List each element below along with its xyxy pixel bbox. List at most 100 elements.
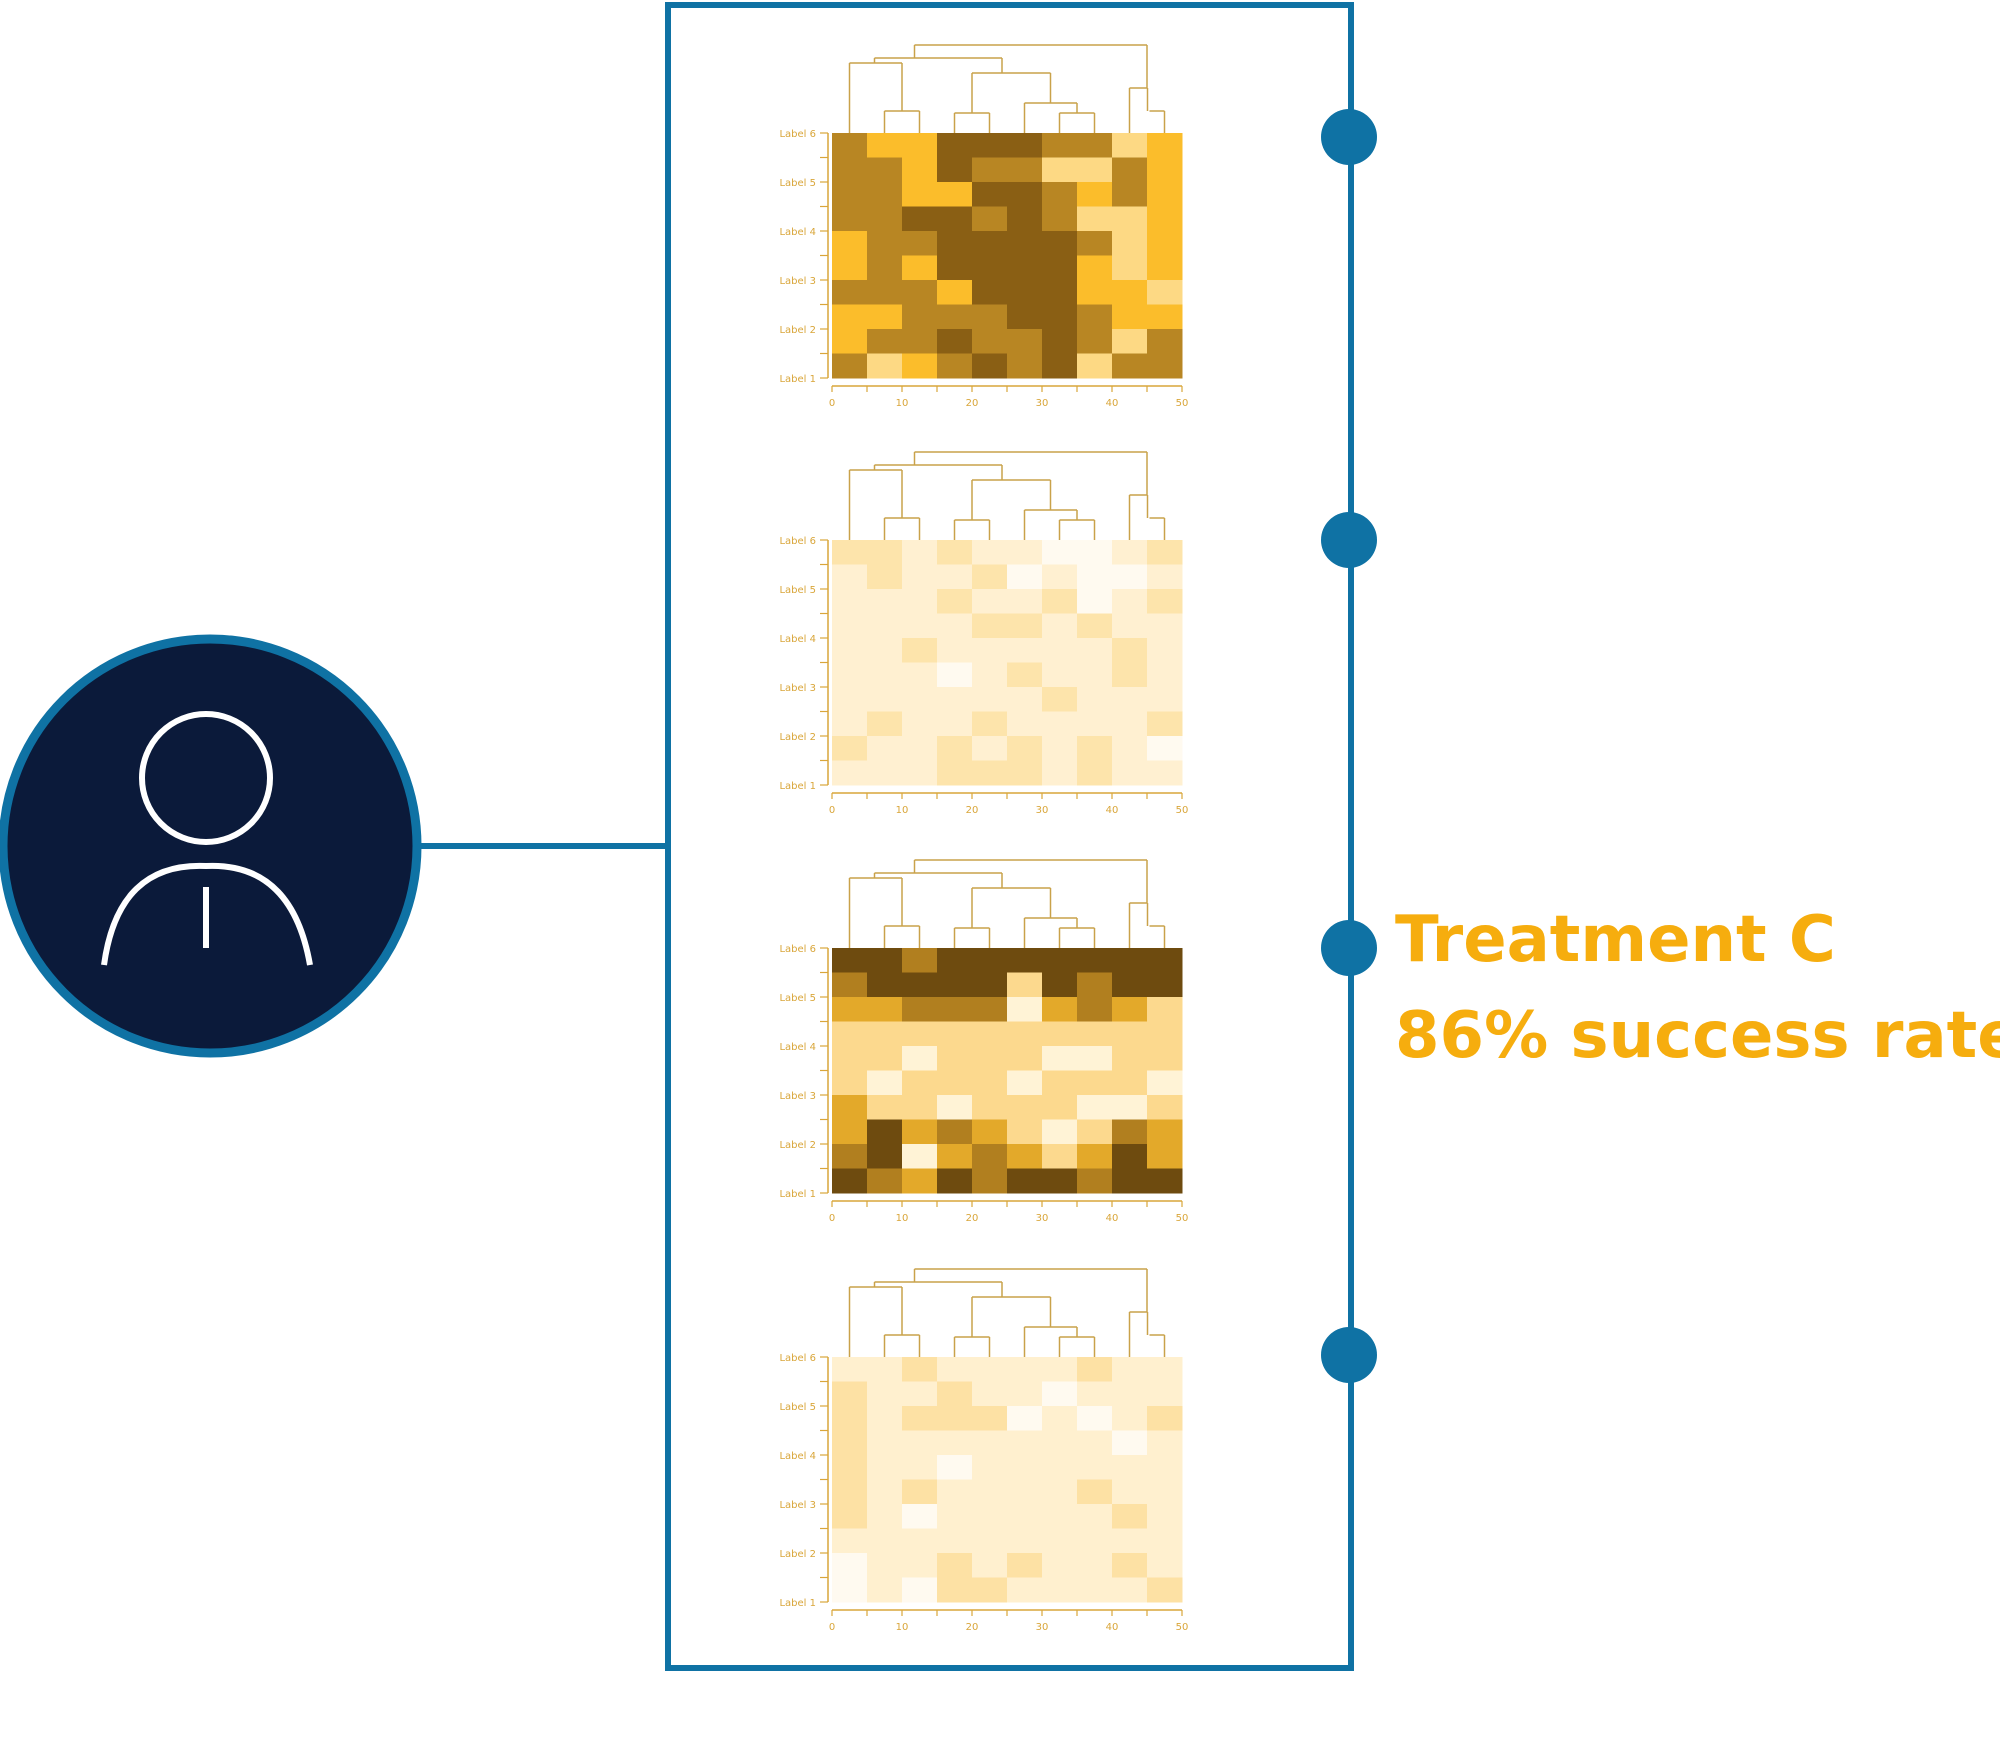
heatmap-cell: [867, 206, 903, 232]
heatmap-cell: [1042, 1553, 1078, 1578]
y-tick-label: Label 6: [779, 1353, 816, 1364]
heatmap-cell: [1042, 1095, 1078, 1120]
heatmap-cell: [1007, 1577, 1043, 1603]
heatmap-cell: [937, 1021, 973, 1047]
heatmap-cell: [832, 711, 868, 737]
heatmap-cell: [1147, 1357, 1183, 1382]
treatment-callout: Treatment C 86% success rate: [1395, 892, 2000, 1084]
heatmap-cell: [1042, 1168, 1078, 1194]
heatmap-cell: [937, 736, 973, 761]
heatmap-cell: [867, 1504, 903, 1529]
heatmap-cell: [1042, 540, 1078, 565]
heatmap-cell: [1007, 1095, 1043, 1120]
x-tick-label: 0: [829, 1213, 835, 1224]
heatmap-cell: [937, 1504, 973, 1529]
heatmap-cell: [1077, 1553, 1113, 1578]
callout-subtitle: 86% success rate: [1395, 999, 2000, 1073]
heatmap-cell: [832, 1168, 868, 1194]
heatmap-cell: [832, 736, 868, 761]
heatmap-cell: [1077, 1406, 1113, 1431]
heatmap-cell: [1077, 1357, 1113, 1382]
heatmap-cell: [867, 997, 903, 1022]
heatmap-cell: [867, 948, 903, 973]
heatmap-cell: [1112, 182, 1148, 207]
heatmap-cell: [972, 1046, 1008, 1071]
heatmap-cell: [972, 353, 1008, 379]
heatmap-cell: [1112, 1046, 1148, 1071]
heatmap-cell: [1042, 1479, 1078, 1505]
heatmap-cell: [1112, 1381, 1148, 1407]
timeline-node-4[interactable]: [1321, 1327, 1377, 1383]
heatmap-cell: [1007, 231, 1043, 256]
heatmap-cell: [867, 613, 903, 639]
heatmap-cell: [902, 1119, 938, 1145]
heatmap-cell: [937, 1430, 973, 1456]
heatmap-cell: [1077, 1021, 1113, 1047]
heatmap-cell: [1147, 1144, 1183, 1169]
heatmap-cell: [1147, 1070, 1183, 1096]
heatmap-cell: [902, 1168, 938, 1194]
heatmap-cell: [937, 231, 973, 256]
heatmap-cell: [937, 304, 973, 330]
person-icon[interactable]: [0, 634, 422, 1058]
heatmap-cell: [867, 182, 903, 207]
heatmap-cell: [832, 997, 868, 1022]
heatmap-cell: [867, 157, 903, 183]
heatmap-cell: [1007, 157, 1043, 183]
heatmap-cell: [902, 589, 938, 614]
timeline-node-2[interactable]: [1321, 512, 1377, 568]
timeline-node-1[interactable]: [1321, 109, 1377, 165]
heatmap-cell: [1147, 662, 1183, 688]
heatmap-cell: [1077, 1577, 1113, 1603]
heatmap-cell: [867, 329, 903, 354]
heatmap-cell: [867, 1357, 903, 1382]
heatmap-cell: [902, 1046, 938, 1071]
callout-title: Treatment C: [1395, 903, 1836, 977]
heatmap-cell: [1112, 1528, 1148, 1554]
y-tick-label: Label 2: [779, 1549, 816, 1560]
heatmap-cell: [867, 540, 903, 565]
heatmap-cell: [972, 304, 1008, 330]
heatmap-cell: [1042, 1357, 1078, 1382]
heatmap-cell: [1007, 760, 1043, 786]
heatmap-cell: [867, 255, 903, 281]
x-tick-label: 10: [896, 1622, 909, 1633]
heatmap-cell: [1042, 972, 1078, 998]
heatmap-cell: [1112, 1504, 1148, 1529]
heatmap-cell: [867, 564, 903, 590]
heatmap-cell: [1007, 182, 1043, 207]
heatmap-cell: [1147, 540, 1183, 565]
heatmap-cell: [937, 1357, 973, 1382]
x-tick-label: 0: [829, 398, 835, 409]
x-tick-label: 10: [896, 805, 909, 816]
heatmap-cell: [1147, 613, 1183, 639]
heatmap-cell: [1042, 1021, 1078, 1047]
timeline-node-3[interactable]: [1321, 920, 1377, 976]
heatmap-cell: [972, 638, 1008, 663]
heatmap-cell: [1112, 157, 1148, 183]
heatmap-cell: [1112, 1070, 1148, 1096]
heatmap-cell: [1147, 564, 1183, 590]
heatmap-cell: [972, 1144, 1008, 1169]
heatmap-cell: [1077, 133, 1113, 158]
heatmap-cell: [1147, 182, 1183, 207]
heatmap-cell: [1077, 1119, 1113, 1145]
heatmap-cell: [1077, 1381, 1113, 1407]
heatmap-cell: [867, 133, 903, 158]
heatmap-cell: [1042, 711, 1078, 737]
heatmap-cell: [867, 1021, 903, 1047]
heatmap-cell: [902, 1479, 938, 1505]
heatmap-cell: [972, 736, 1008, 761]
heatmap-cell: [902, 1381, 938, 1407]
heatmap-cell: [902, 1095, 938, 1120]
heatmap-cell: [1077, 997, 1113, 1022]
heatmap-cell: [902, 760, 938, 786]
heatmap-cell: [1042, 133, 1078, 158]
heatmap-cell: [1007, 564, 1043, 590]
heatmap-cell: [902, 1406, 938, 1431]
heatmap-cell: [1112, 1021, 1148, 1047]
heatmap-cell: [867, 1381, 903, 1407]
heatmap-cell: [972, 997, 1008, 1022]
heatmap-cell: [1112, 329, 1148, 354]
heatmap-cell: [1077, 280, 1113, 305]
